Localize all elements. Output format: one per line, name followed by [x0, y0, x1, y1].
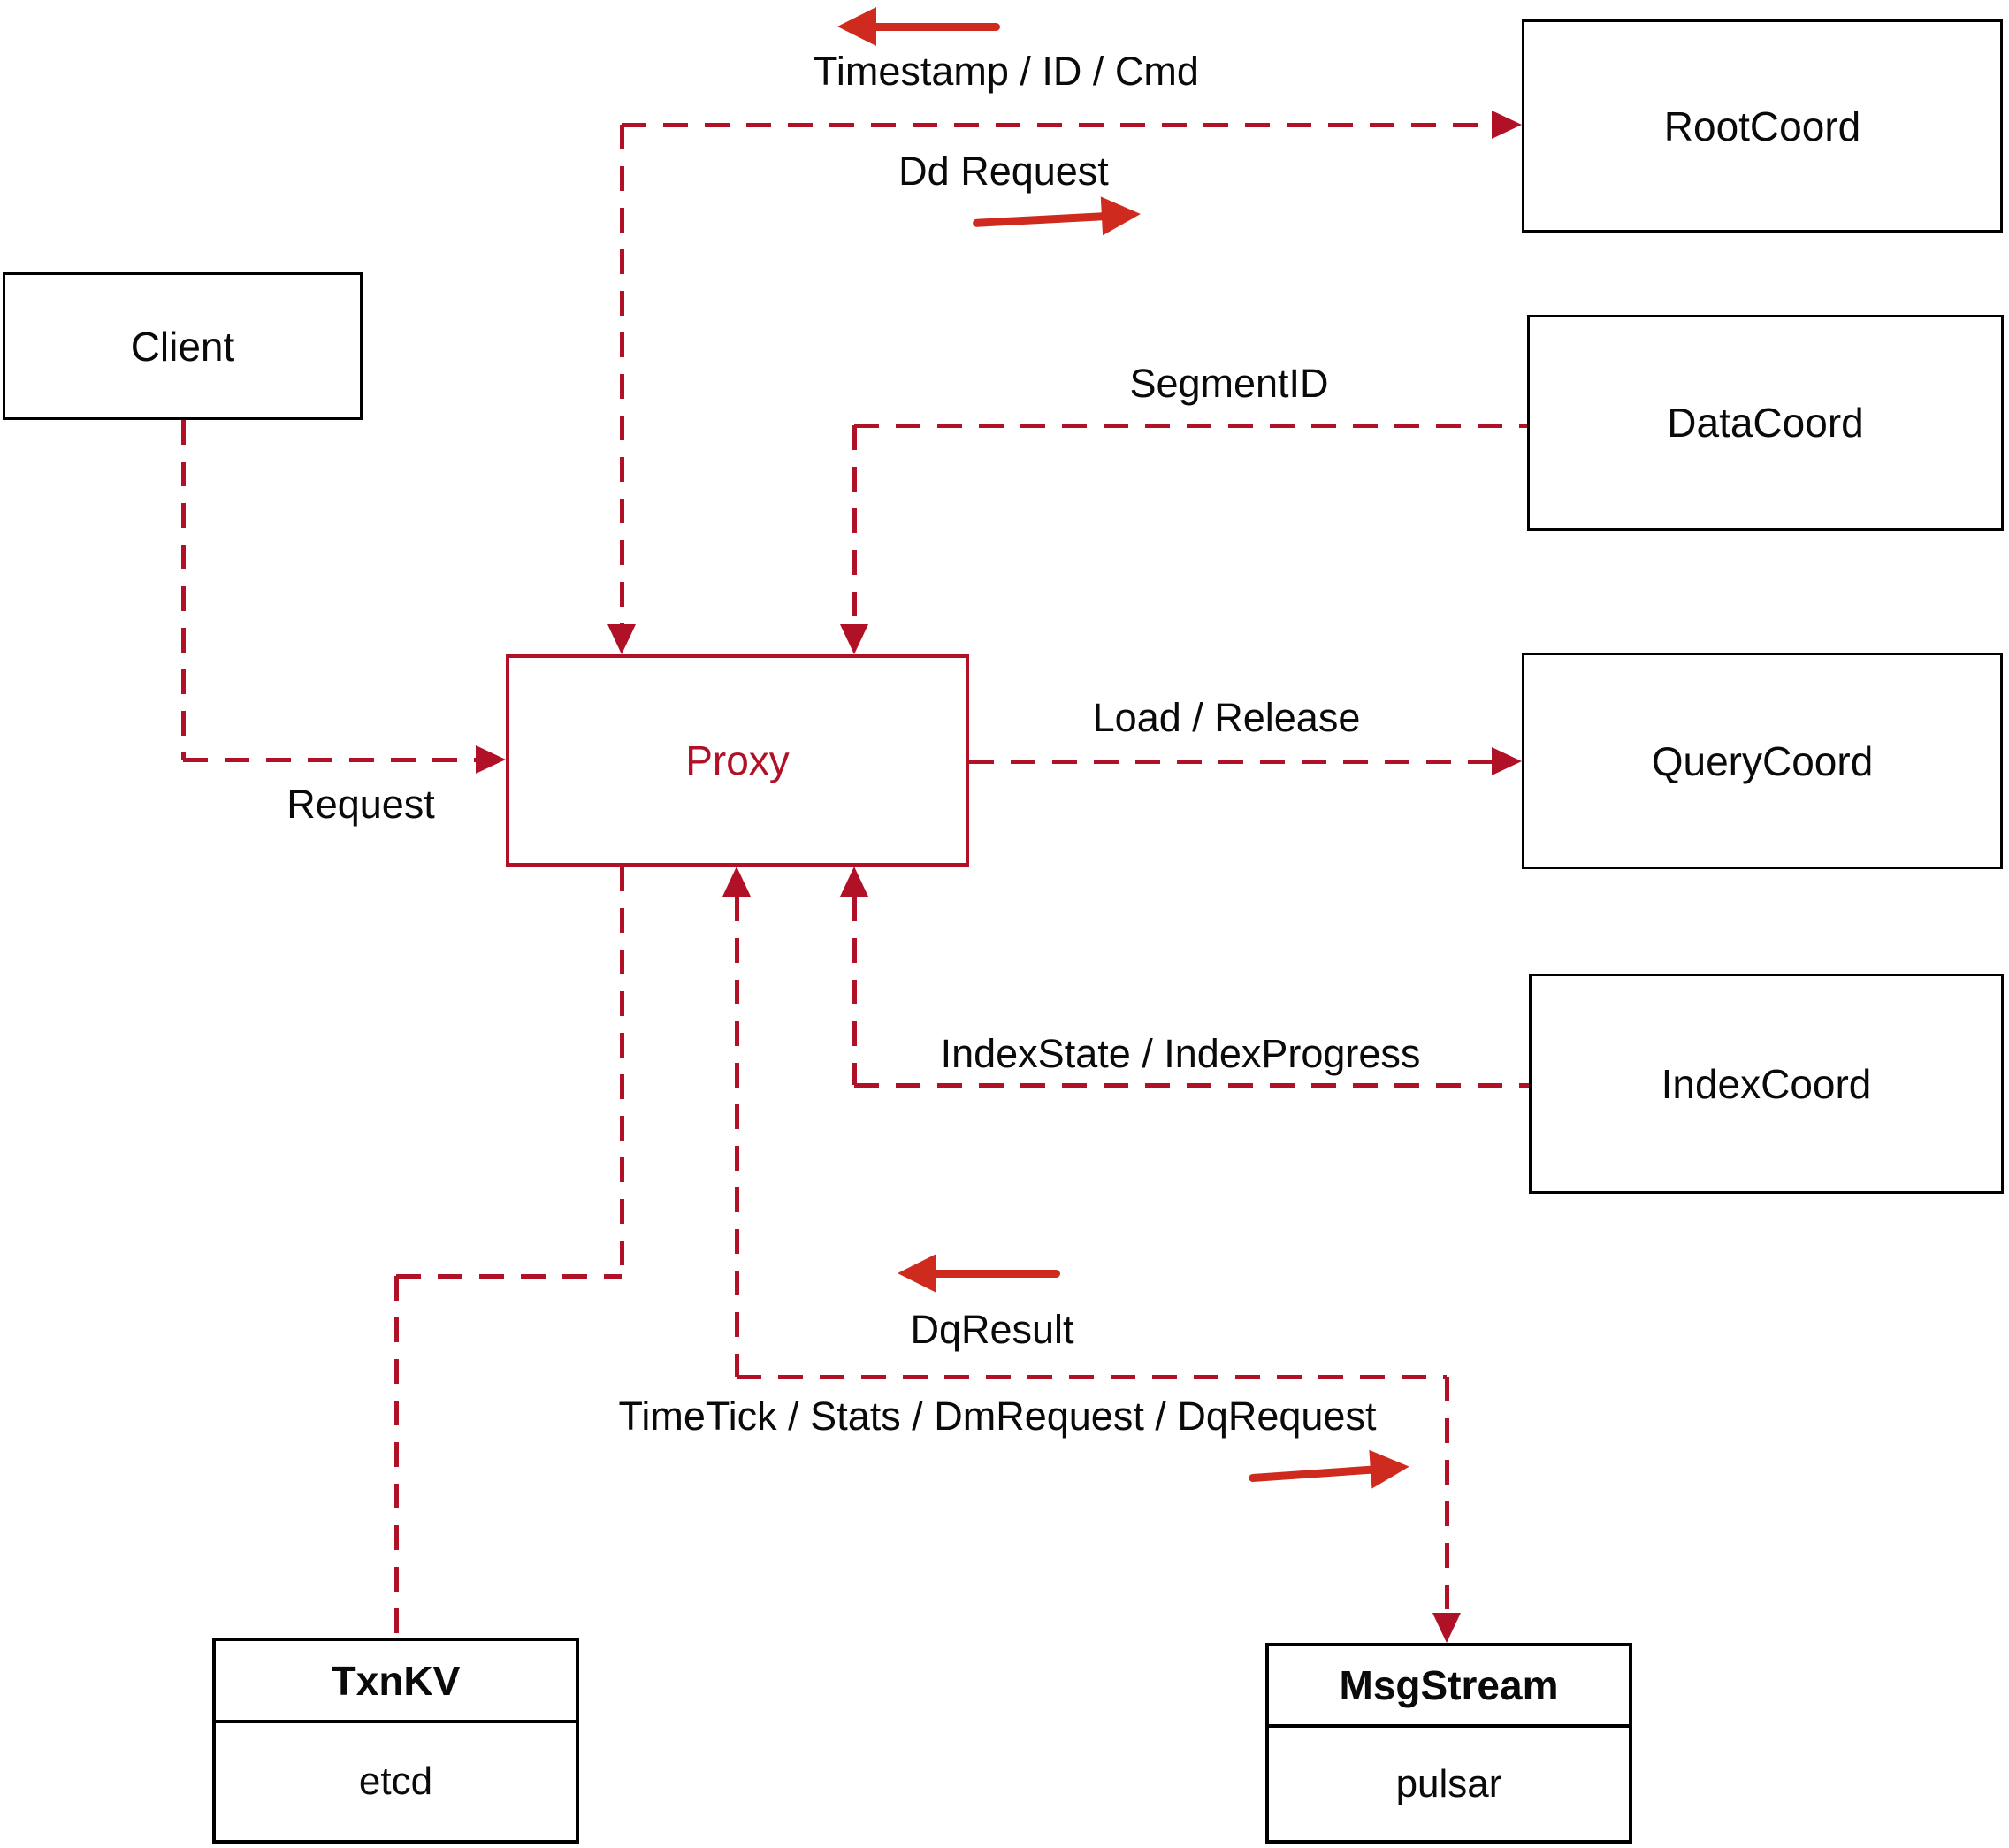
right-arrow-icon [972, 195, 1142, 242]
txnkv-title: TxnKV [216, 1641, 576, 1723]
edge-proxy-rootcoord-arrowhead-down [607, 624, 636, 654]
txnkv-impl: etcd [216, 1723, 576, 1840]
edge-proxy-txnkv-vertical-1 [620, 867, 624, 1276]
left-arrow-icon [898, 1254, 1060, 1293]
rootcoord-node: RootCoord [1522, 19, 2003, 233]
edge-datacoord-proxy-arrowhead [840, 624, 868, 654]
left-arrow-icon [837, 7, 1000, 46]
msgstream-impl: pulsar [1269, 1728, 1629, 1840]
proxy-label: Proxy [685, 737, 790, 783]
edge-indexcoord-proxy-horizontal [854, 1083, 1529, 1088]
edge-indexcoord-proxy-vertical [852, 897, 857, 1085]
msgstream-title-label: MsgStream [1339, 1662, 1559, 1708]
edge-label-timetick-stats: TimeTick / Stats / DmRequest / DqRequest [618, 1394, 1377, 1439]
datacoord-label: DataCoord [1667, 400, 1864, 446]
edge-proxy-rootcoord-arrowhead-right [1492, 111, 1522, 139]
edge-label-dd-request: Dd Request [898, 149, 1109, 194]
msgstream-title: MsgStream [1269, 1646, 1629, 1728]
edge-indexcoord-proxy-arrowhead [840, 867, 868, 897]
edge-label-dq-result: DqResult [910, 1307, 1074, 1352]
edge-datacoord-proxy-horizontal [854, 424, 1527, 428]
txnkv-impl-label: etcd [358, 1760, 433, 1803]
edge-label-timestamp-id-cmd: Timestamp / ID / Cmd [814, 49, 1199, 94]
edge-proxy-rootcoord-horizontal [622, 123, 1492, 127]
edge-client-proxy-vertical [181, 420, 186, 760]
edge-datacoord-proxy-vertical [852, 425, 857, 624]
querycoord-node: QueryCoord [1522, 653, 2003, 869]
edge-client-proxy-arrowhead [476, 745, 506, 774]
msgstream-node: MsgStream pulsar [1265, 1643, 1632, 1844]
edge-proxy-rootcoord-vertical [620, 125, 624, 624]
right-arrow-icon [1248, 1447, 1411, 1498]
edge-client-proxy-horizontal [183, 758, 476, 762]
querycoord-label: QueryCoord [1651, 737, 1874, 784]
txnkv-title-label: TxnKV [331, 1657, 461, 1704]
rootcoord-label: RootCoord [1663, 103, 1861, 149]
edge-proxy-txnkv-horizontal [396, 1274, 622, 1279]
edge-proxy-msgstream-vertical-2 [1445, 1377, 1449, 1613]
edge-label-index-state-progress: IndexState / IndexProgress [940, 1031, 1421, 1076]
txnkv-node: TxnKV etcd [212, 1638, 579, 1844]
edge-label-request: Request [286, 782, 435, 827]
edge-proxy-msgstream-vertical-1 [735, 897, 739, 1377]
client-node: Client [3, 272, 363, 420]
msgstream-impl-label: pulsar [1395, 1761, 1502, 1806]
indexcoord-label: IndexCoord [1661, 1060, 1872, 1107]
client-label: Client [130, 323, 235, 370]
proxy-node: Proxy [506, 654, 969, 867]
edge-proxy-msgstream-arrowhead-up [722, 867, 751, 897]
indexcoord-node: IndexCoord [1529, 974, 2004, 1194]
edge-proxy-querycoord-horizontal [969, 760, 1492, 764]
edge-proxy-querycoord-arrowhead [1492, 747, 1522, 775]
datacoord-node: DataCoord [1527, 315, 2004, 531]
edge-proxy-msgstream-arrowhead-down [1432, 1613, 1461, 1643]
edge-label-load-release: Load / Release [1092, 695, 1361, 740]
edge-label-segment-id: SegmentID [1129, 361, 1329, 406]
edge-proxy-msgstream-horizontal [737, 1375, 1447, 1379]
edge-proxy-txnkv-vertical-2 [394, 1276, 399, 1638]
